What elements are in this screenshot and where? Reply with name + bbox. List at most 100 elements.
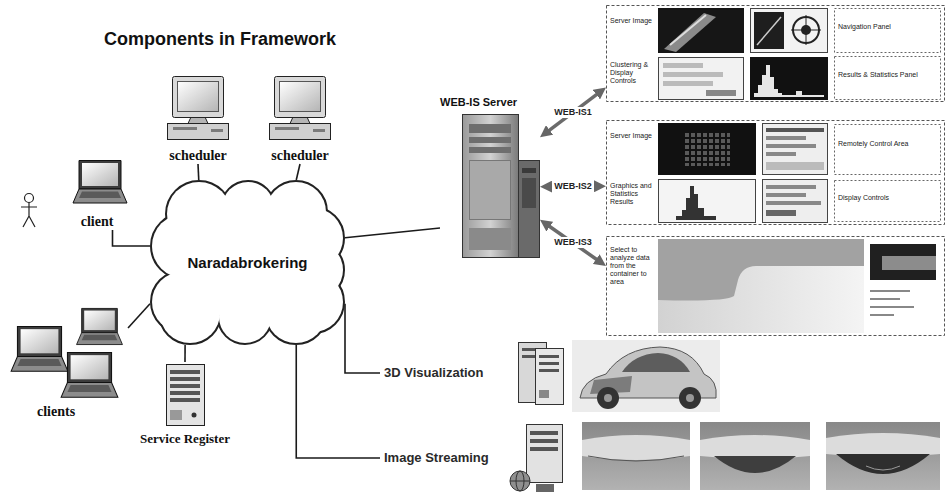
stream-server-icon [527, 425, 563, 483]
car-render [686, 394, 694, 402]
annotation-holder: Remotely Control Area [838, 140, 938, 148]
network-link [113, 230, 151, 246]
render-server-icon [519, 343, 564, 405]
screenshot-art [658, 239, 864, 301]
droplet-image [700, 422, 810, 490]
screenshot-art [663, 72, 723, 77]
title-holder: Components in Framework [104, 28, 336, 50]
edge-label-holder: WEB-IS1 [552, 107, 594, 118]
panel-annotation: Server Image [610, 17, 654, 25]
data-arrow [546, 224, 601, 262]
screenshot-art [766, 128, 824, 132]
broker-cloud: Naradabrokering [150, 180, 345, 345]
annotation-holder: Clustering & Display Controls [610, 61, 654, 85]
render-server-icon [539, 369, 559, 372]
screenshot-art [766, 185, 816, 189]
screenshot-art [835, 125, 941, 175]
screenshot-art [870, 306, 914, 308]
node-label: clients [37, 404, 75, 420]
screenshot-panel: Server ImageRemotely Control AreaGraphic… [606, 120, 945, 225]
droplet-image [866, 466, 900, 470]
render-server-icon [536, 349, 564, 405]
screenshot-art [835, 9, 941, 53]
annotation-holder: Select to analyze data from the containe… [610, 246, 654, 286]
server-tower-icon [519, 161, 540, 258]
annotation-holder: Navigation Panel [838, 23, 938, 31]
panel-annotation: Display Controls [838, 194, 938, 202]
screenshot-art [663, 81, 713, 86]
screenshot-art [766, 136, 806, 140]
node-label: client [81, 214, 114, 230]
cloud-outline [219, 291, 271, 343]
annotation-holder: Server Image [610, 17, 654, 25]
car-render [572, 340, 720, 412]
node-label: 3D Visualization [384, 365, 483, 381]
edge-label: WEB-IS3 [552, 237, 594, 248]
screenshot-art [754, 65, 824, 97]
screenshot-art [706, 90, 736, 96]
panel-annotation: Results & Statistics Panel [838, 71, 938, 79]
screenshot-art [659, 58, 744, 100]
cloud-outline [266, 283, 326, 343]
droplet-image [826, 422, 940, 490]
server-tower: WEB-IS Server [440, 96, 540, 261]
screenshot-art [754, 12, 784, 49]
car-render [622, 353, 690, 372]
node-label: Naradabrokering [187, 254, 307, 272]
server-tower-icon [469, 137, 511, 143]
panel-annotation: Server Image [610, 132, 654, 140]
cloud-fill [222, 182, 274, 234]
node-label: scheduler [271, 148, 329, 164]
screenshot-art [662, 186, 716, 220]
register-server-icon [170, 410, 182, 420]
cloud-outline [152, 182, 343, 343]
laptop-icon [61, 353, 118, 398]
screenshot-art [658, 239, 864, 333]
render-server-icon [539, 355, 559, 358]
annotation-holder: Display Controls [838, 194, 938, 202]
user-icon [25, 194, 34, 203]
stream-server-icon [536, 484, 554, 492]
droplet-image [826, 433, 940, 457]
car-render [572, 340, 720, 412]
screenshot-art [607, 237, 945, 336]
register-server-icon [170, 391, 200, 395]
screenshot-art [791, 15, 821, 45]
user-icon [21, 203, 37, 228]
registry-server: Service Register [135, 362, 235, 446]
edge-label: WEB-IS1 [552, 107, 594, 118]
screenshot-art [664, 13, 716, 52]
droplet-image [700, 435, 810, 459]
edge-label-holder: WEB-IS2 [552, 181, 594, 192]
car-render [604, 394, 612, 402]
screenshot-art [607, 237, 945, 336]
screenshot-art [870, 290, 910, 292]
screenshot-art [607, 121, 945, 225]
screenshot-art [684, 132, 730, 166]
droplet-image [700, 422, 810, 490]
cloud-fill [266, 283, 326, 343]
screenshot-art [835, 181, 941, 222]
screenshot-art [763, 124, 828, 175]
laptop-icon [11, 327, 68, 372]
panel-annotation: Graphics and Statistics Results [610, 182, 654, 206]
network-link [197, 164, 199, 180]
scheduler-computer: scheduler [166, 74, 230, 164]
data-arrow [546, 92, 601, 133]
screenshot-art [882, 256, 936, 270]
user-icon [21, 194, 37, 228]
network-link [345, 228, 440, 238]
connector-layer [113, 92, 601, 458]
screenshot-art [607, 121, 945, 225]
render-server-icon [539, 390, 549, 398]
computer-icon [270, 77, 331, 140]
screenshot-art [766, 201, 821, 205]
register-server-icon [170, 384, 200, 388]
server-tower-icon [463, 115, 540, 258]
computer-icon [168, 77, 229, 140]
screenshot-art [766, 152, 796, 156]
car-render [597, 387, 619, 409]
stream-server-icon [510, 471, 530, 491]
